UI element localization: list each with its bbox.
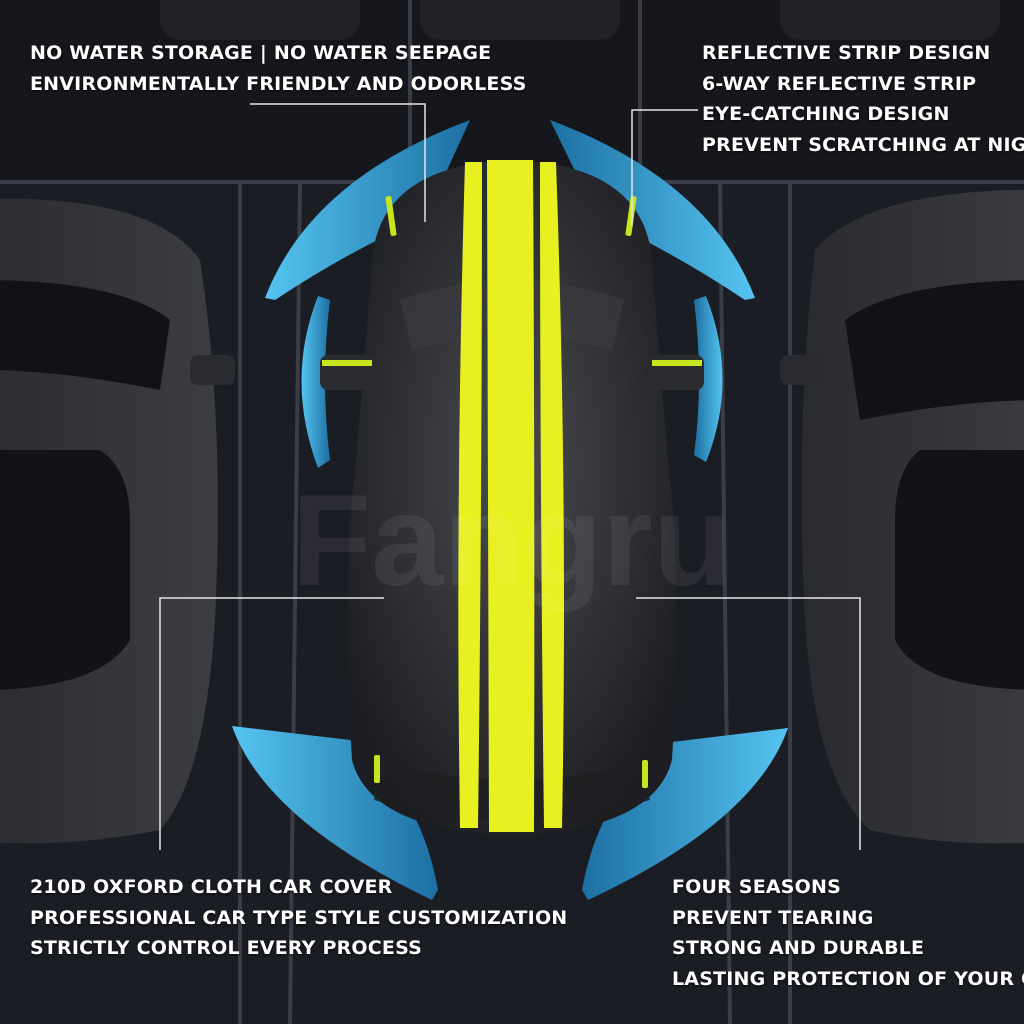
caption-line: PROFESSIONAL CAR TYPE STYLE CUSTOMIZATIO… (30, 906, 568, 929)
caption-top-right: REFLECTIVE STRIP DESIGN 6-WAY REFLECTIVE… (702, 38, 1024, 160)
covered-car (320, 160, 704, 836)
caption-line: PREVENT SCRATCHING AT NIGHT (702, 133, 1024, 156)
caption-bottom-right: FOUR SEASONS PREVENT TEARING STRONG AND … (672, 872, 1024, 994)
caption-line: PREVENT TEARING (672, 906, 874, 929)
right-neighbor-car (780, 189, 1024, 844)
arc-mid-right (694, 296, 723, 462)
watermark: Fangru (292, 467, 733, 613)
left-neighbor-car (0, 198, 235, 844)
caption-line: STRICTLY CONTROL EVERY PROCESS (30, 937, 423, 959)
caption-line: STRONG AND DURABLE (672, 937, 925, 959)
caption-line: EYE-CATCHING DESIGN (702, 103, 950, 125)
arc-bottom-left (232, 726, 438, 900)
arc-top-right (550, 120, 755, 300)
caption-line: ENVIRONMENTALLY FRIENDLY AND ODORLESS (30, 72, 527, 95)
arc-top-left (265, 120, 470, 300)
distant-cars (160, 0, 1000, 40)
caption-top-left: NO WATER STORAGE | NO WATER SEEPAGE ENVI… (30, 38, 527, 99)
caption-line: REFLECTIVE STRIP DESIGN (702, 42, 991, 64)
caption-line: 6-WAY REFLECTIVE STRIP (702, 72, 977, 95)
protection-arcs (232, 120, 788, 900)
arc-bottom-right (582, 728, 788, 900)
stripe-left (458, 162, 482, 828)
callout-lines (159, 103, 861, 850)
caption-line: FOUR SEASONS (672, 876, 841, 898)
caption-line: LASTING PROTECTION OF YOUR CAR (672, 967, 1024, 990)
arc-mid-left (301, 296, 330, 468)
caption-line: NO WATER STORAGE | NO WATER SEEPAGE (30, 42, 492, 64)
caption-bottom-left: 210D OXFORD CLOTH CAR COVER PROFESSIONAL… (30, 872, 567, 964)
stripe-right (540, 162, 564, 828)
caption-line: 210D OXFORD CLOTH CAR COVER (30, 876, 393, 898)
stripe-center (487, 160, 535, 832)
